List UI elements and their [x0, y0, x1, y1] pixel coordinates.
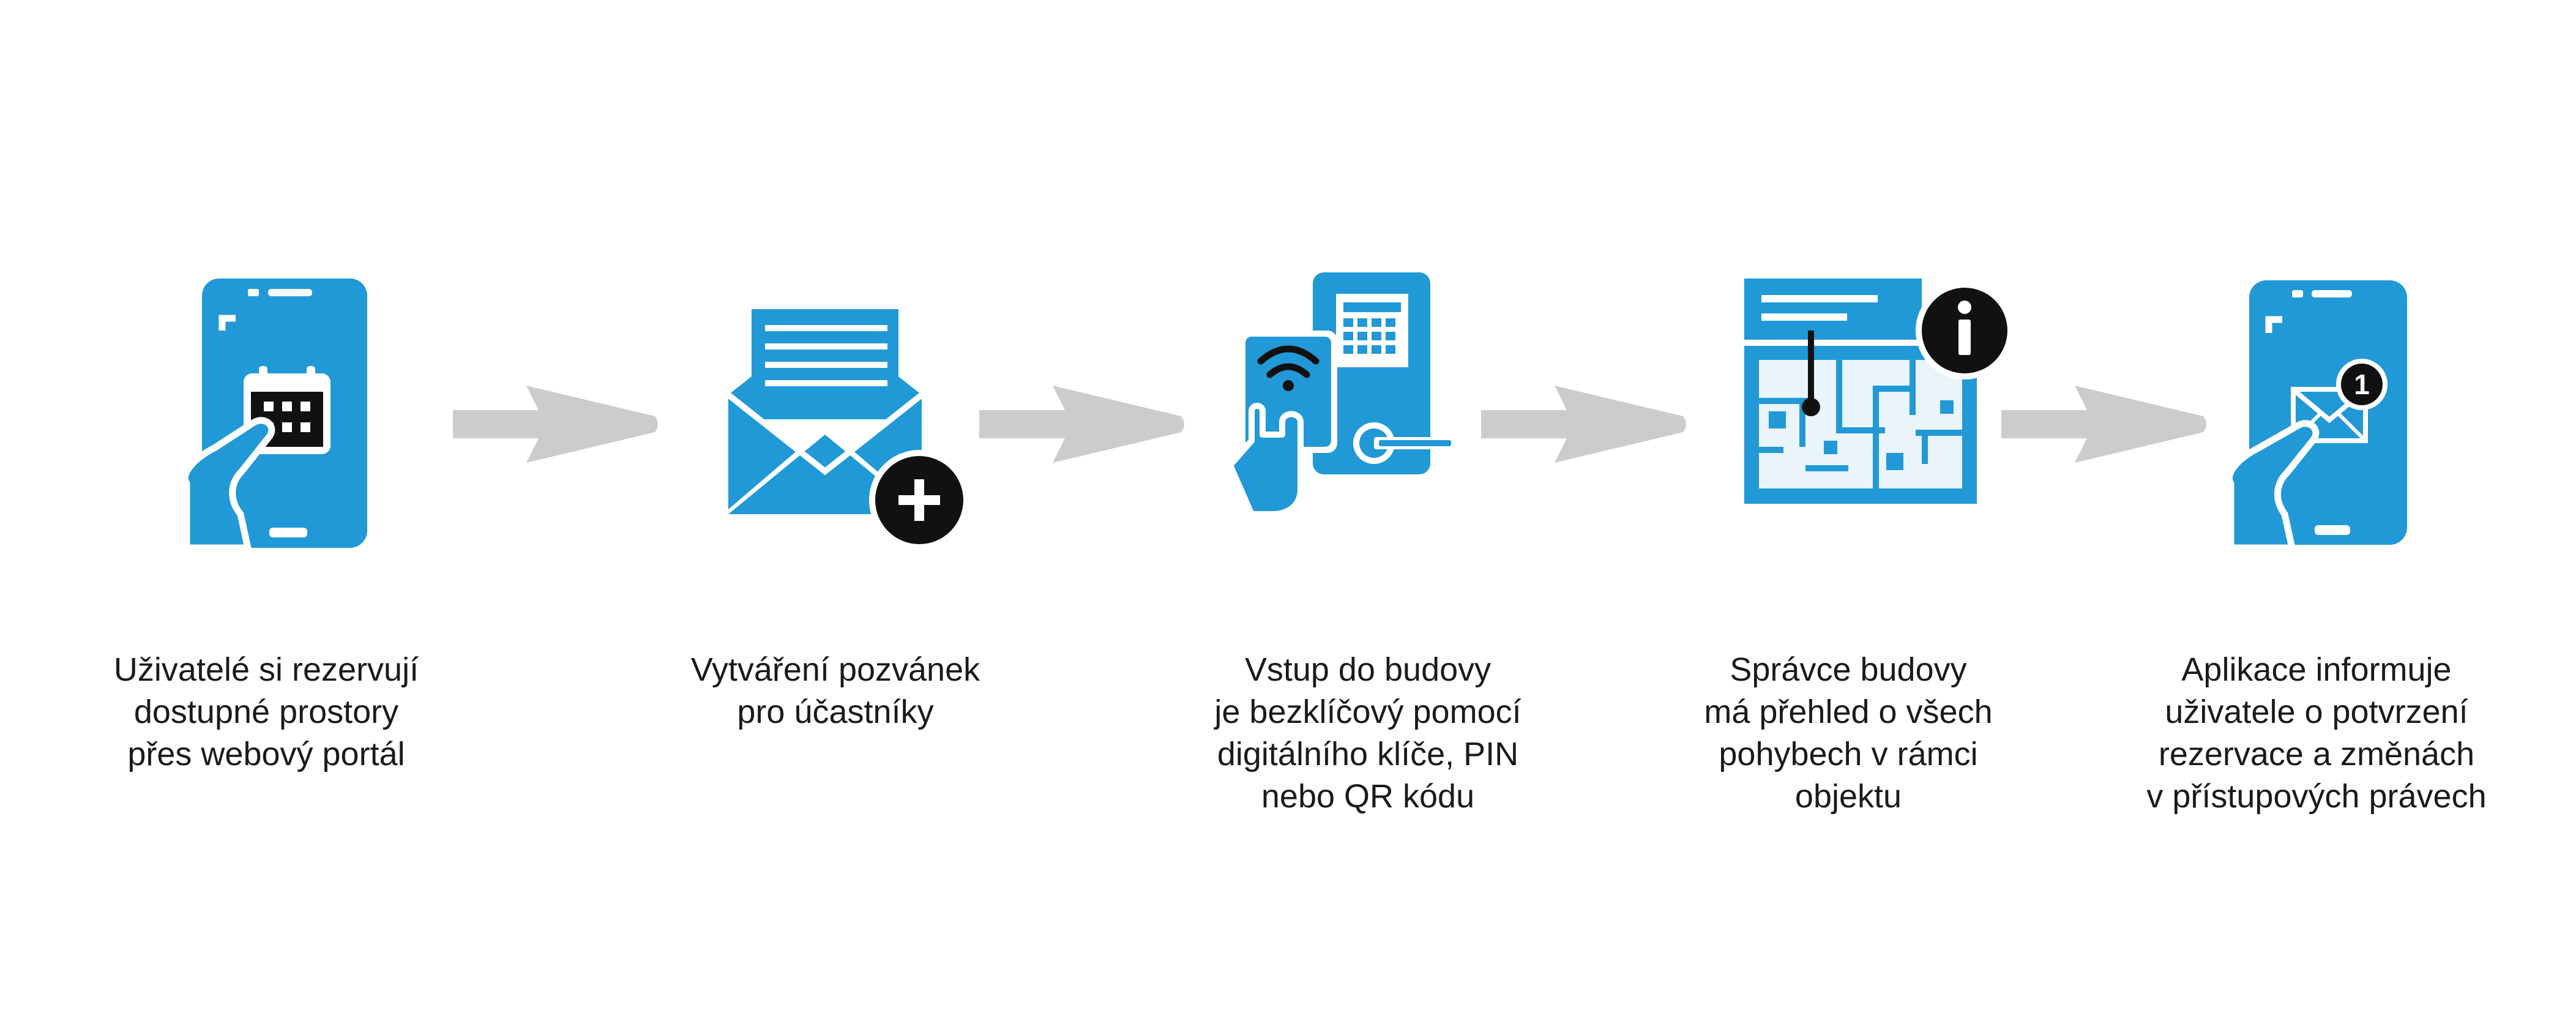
step-4-line-3: pohybech v rámci — [1719, 736, 1978, 772]
step-4-line-4: objektu — [1794, 778, 1902, 815]
envelope-plus-icon — [726, 309, 969, 550]
step-1-line-2: dostupné prostory — [133, 694, 399, 730]
step-5-line-2: uživatele o potvrzení — [2165, 694, 2468, 730]
step-1-line-3: přes webový portál — [127, 736, 405, 772]
step-1-line-1: Uživatelé si rezervují — [113, 651, 419, 688]
step-5-line-3: rezervace a změnách — [2158, 736, 2475, 772]
step-1-caption: Uživatelé si rezervují dostupné prostory… — [34, 649, 499, 776]
phone-notification-icon: 1 — [2225, 280, 2407, 552]
step-3-line-3: digitálního klíče, PIN — [1217, 736, 1519, 772]
step-4-line-2: má přehled o všech — [1704, 694, 1993, 730]
step-3-line-4: nebo QR kódu — [1261, 778, 1475, 815]
arrow-2-icon — [979, 386, 1184, 463]
arrow-1-icon — [453, 386, 658, 463]
phone-calendar-icon — [181, 279, 367, 552]
door-access-keypad-icon — [1227, 272, 1454, 517]
step-2-caption: Vytváření pozvánek pro účastníky — [603, 649, 1068, 733]
step-3-line-1: Vstup do budovy — [1244, 651, 1491, 688]
step-5-line-1: Aplikace informuje — [2181, 651, 2452, 688]
arrow-4-icon — [2001, 386, 2206, 463]
step-5-line-4: v přístupových právech — [2146, 778, 2487, 815]
step-2-line-1: Vytváření pozvánek — [690, 651, 980, 688]
step-5-caption: Aplikace informuje uživatele o potvrzení… — [2084, 649, 2549, 818]
step-3-line-2: je bezklíčový pomocí — [1214, 694, 1521, 730]
floor-plan-info-icon — [1744, 279, 2014, 504]
step-3-caption: Vstup do budovy je bezklíčový pomocí dig… — [1135, 649, 1600, 818]
step-4-line-1: Správce budovy — [1730, 651, 1967, 688]
step-2-line-2: pro účastníky — [737, 694, 934, 730]
step-4-caption: Správce budovy má přehled o všech pohybe… — [1616, 649, 2081, 818]
notification-count: 1 — [2354, 368, 2370, 400]
arrow-3-icon — [1481, 386, 1686, 463]
